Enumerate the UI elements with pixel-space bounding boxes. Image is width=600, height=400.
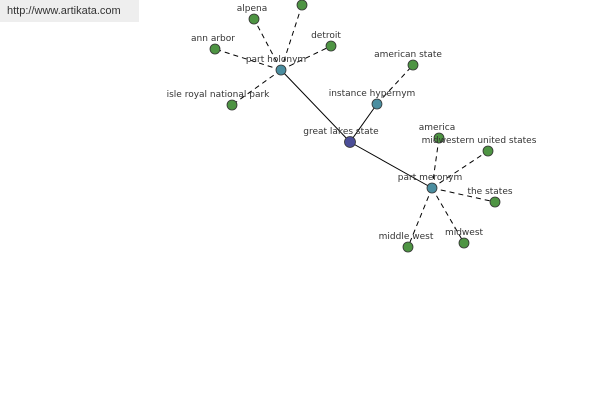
url-banner[interactable]: http://www.artikata.com — [0, 0, 139, 22]
edge-mero-states — [431, 187, 496, 203]
node-detroit[interactable] — [325, 40, 337, 52]
node-label-mero[interactable]: part meronym — [398, 173, 462, 183]
edge-mero-midwest — [431, 187, 465, 244]
node-unl[interactable] — [296, 0, 308, 11]
edge-root-holo — [280, 69, 351, 143]
node-amstate[interactable] — [407, 59, 419, 71]
node-holo[interactable] — [275, 64, 287, 76]
labels-layer: great lakes state part holonym instance hy… — [167, 4, 537, 242]
node-label-amstate[interactable]: american state — [374, 50, 442, 60]
node-isle[interactable] — [226, 99, 238, 111]
node-midwest[interactable] — [458, 237, 470, 249]
edge-root-hyper — [349, 103, 378, 143]
node-label-detroit[interactable]: detroit — [311, 31, 341, 41]
edge-root-mero — [349, 141, 433, 189]
edge-holo-ann — [214, 48, 282, 71]
node-states[interactable] — [489, 196, 501, 208]
edge-holo-unl — [280, 4, 303, 71]
node-root[interactable] — [344, 136, 356, 148]
node-hyper[interactable] — [371, 98, 383, 110]
node-label-root[interactable]: great lakes state — [303, 127, 379, 137]
node-label-america[interactable]: america — [419, 123, 455, 133]
node-midwst2[interactable] — [402, 241, 414, 253]
node-alpena[interactable] — [248, 13, 260, 25]
node-label-midwst2[interactable]: middle west — [379, 232, 434, 242]
node-america[interactable] — [433, 132, 445, 144]
node-label-alpena[interactable]: alpena — [237, 4, 268, 14]
node-label-midwus[interactable]: midwestern united states — [422, 136, 537, 146]
edges-layer — [214, 4, 496, 248]
nodes-layer — [209, 0, 501, 253]
node-label-holo[interactable]: part holonym — [246, 55, 306, 65]
node-midwus[interactable] — [482, 145, 494, 157]
node-label-midwest[interactable]: midwest — [445, 228, 484, 238]
node-label-hyper[interactable]: instance hypernym — [329, 89, 416, 99]
edge-holo-isle — [231, 69, 282, 106]
node-label-states[interactable]: the states — [467, 187, 512, 197]
edge-holo-alpena — [253, 18, 282, 71]
node-ann[interactable] — [209, 43, 221, 55]
node-mero[interactable] — [426, 182, 438, 194]
node-label-ann[interactable]: ann arbor — [191, 34, 235, 44]
edge-holo-detroit — [280, 45, 332, 71]
edge-mero-midwst2 — [407, 187, 433, 248]
edge-mero-midwus — [431, 150, 489, 189]
node-label-isle[interactable]: isle royal national park — [167, 90, 271, 100]
